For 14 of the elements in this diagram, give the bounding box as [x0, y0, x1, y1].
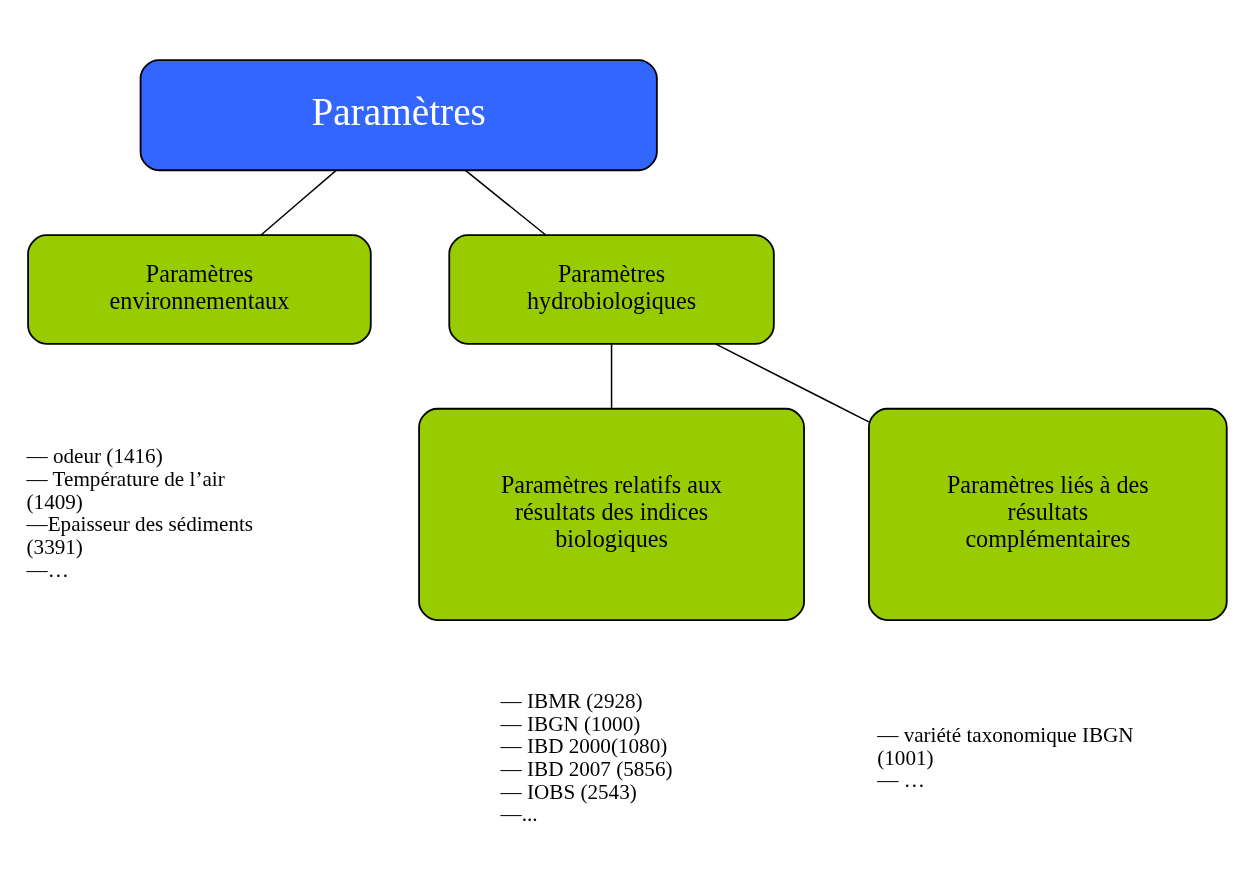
- node-label: — variété taxonomique IBGN (1001): [877, 722, 1134, 770]
- node-box: Paramètres liés à des résultats complémentaires: [868, 407, 1228, 621]
- node-label: — odeur (1416): [26, 443, 163, 468]
- node-box: Paramètres environnementaux: [27, 233, 372, 345]
- node-label: — IBD 2007 (5856): [500, 756, 673, 781]
- node-box: Paramètres: [139, 58, 658, 171]
- connector: [714, 342, 870, 423]
- node-box: Paramètres hydrobiologiques: [448, 233, 775, 345]
- node-label: —...: [500, 801, 538, 826]
- node-label: — IBMR (2928): [500, 688, 643, 713]
- node-box: Paramètres relatifs aux résultats des indices biologiques: [418, 407, 805, 621]
- connector: [610, 342, 613, 409]
- connector: [260, 169, 337, 236]
- connector: [464, 169, 547, 236]
